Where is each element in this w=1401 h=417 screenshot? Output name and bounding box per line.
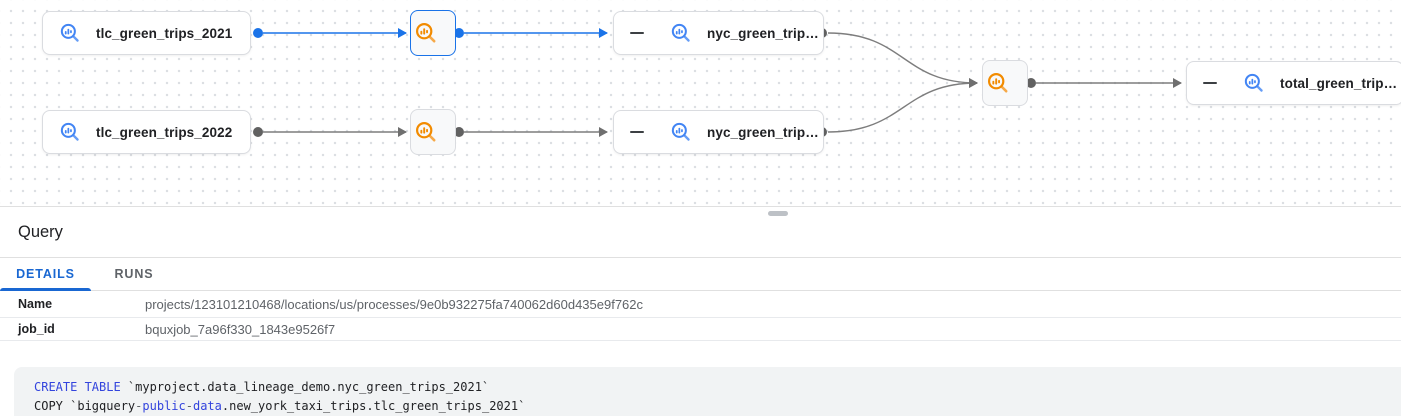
lineage-node-process-2[interactable] <box>410 109 456 155</box>
lineage-node-nyc-green-trips-2021[interactable]: nyc_green_trips… <box>613 11 824 55</box>
code-token: `bigquery <box>70 398 136 413</box>
code-token: public <box>142 398 186 413</box>
tab-bar: DETAILS RUNS <box>0 258 1401 291</box>
code-token: COPY <box>34 398 71 413</box>
panel-header: Query <box>0 207 1401 258</box>
lineage-edge <box>827 32 978 88</box>
bigquery-icon <box>670 22 692 44</box>
field-label: Name <box>18 297 53 311</box>
lineage-node-process-1[interactable] <box>410 10 456 56</box>
collapse-icon[interactable] <box>630 131 644 133</box>
lineage-canvas[interactable]: tlc_green_trips_2021 nyc_green_trips… tlc_… <box>0 0 1401 207</box>
tab-details[interactable]: DETAILS <box>0 258 91 291</box>
field-label: job_id <box>18 322 55 336</box>
node-label: total_green_trip… <box>1280 75 1398 91</box>
lineage-node-tlc-green-trips-2021[interactable]: tlc_green_trips_2021 <box>42 11 251 55</box>
bigquery-icon <box>414 120 438 144</box>
panel-title: Query <box>18 222 63 241</box>
code-token: data <box>192 398 222 413</box>
panel-resize-handle[interactable] <box>768 211 788 216</box>
code-token: CREATE TABLE <box>34 380 128 394</box>
node-label: tlc_green_trips_2021 <box>96 25 233 41</box>
code-line: CREATE TABLE `myproject.data_lineage_dem… <box>34 378 1401 397</box>
lineage-node-tlc-green-trips-2022[interactable]: tlc_green_trips_2022 <box>42 110 251 154</box>
query-panel: Query DETAILS RUNS Name projects/123101210… <box>0 207 1401 416</box>
edge-connection-dot <box>454 28 464 38</box>
bigquery-icon <box>59 22 81 44</box>
tab-runs[interactable]: RUNS <box>114 267 154 281</box>
bigquery-icon <box>670 121 692 143</box>
bigquery-icon <box>414 21 438 45</box>
field-value: bquxjob_7a96f330_1843e9526f7 <box>145 321 336 337</box>
code-line: COPY `bigquery-public-data.new_york_taxi… <box>34 397 1401 416</box>
node-label: nyc_green_trips… <box>707 25 823 41</box>
bigquery-icon <box>986 71 1010 95</box>
lineage-edge <box>827 78 978 133</box>
code-token: .new_york_taxi_trips.tlc_green_trips_202… <box>221 398 526 413</box>
lineage-node-process-merge[interactable] <box>982 60 1028 106</box>
table-row: job_id bquxjob_7a96f330_1843e9526f7 <box>0 318 1401 341</box>
code-token: `myproject.data_lineage_demo.nyc_green_t… <box>127 380 490 394</box>
edge-connection-dot <box>454 127 464 137</box>
code-token: - <box>135 398 143 413</box>
lineage-node-nyc-green-trips-2022[interactable]: nyc_green_trips… <box>613 110 824 154</box>
table-row: Name projects/123101210468/locations/us/p… <box>0 291 1401 318</box>
bigquery-icon <box>59 121 81 143</box>
collapse-icon[interactable] <box>1203 82 1217 84</box>
edge-connection-dot <box>1026 78 1036 88</box>
sql-code-block: CREATE TABLE `myproject.data_lineage_dem… <box>14 367 1401 416</box>
details-table: Name projects/123101210468/locations/us/p… <box>0 291 1401 341</box>
collapse-icon[interactable] <box>630 32 644 34</box>
node-label: nyc_green_trips… <box>707 124 823 140</box>
lineage-edges <box>253 28 1182 137</box>
bigquery-icon <box>1243 72 1265 94</box>
edge-connection-dot <box>253 28 263 38</box>
lineage-node-total-green-trips[interactable]: total_green_trip… <box>1186 61 1401 105</box>
field-value: projects/123101210468/locations/us/proce… <box>145 296 644 312</box>
node-label: tlc_green_trips_2022 <box>96 124 233 140</box>
code-token: - <box>185 398 193 413</box>
edge-connection-dot <box>253 127 263 137</box>
